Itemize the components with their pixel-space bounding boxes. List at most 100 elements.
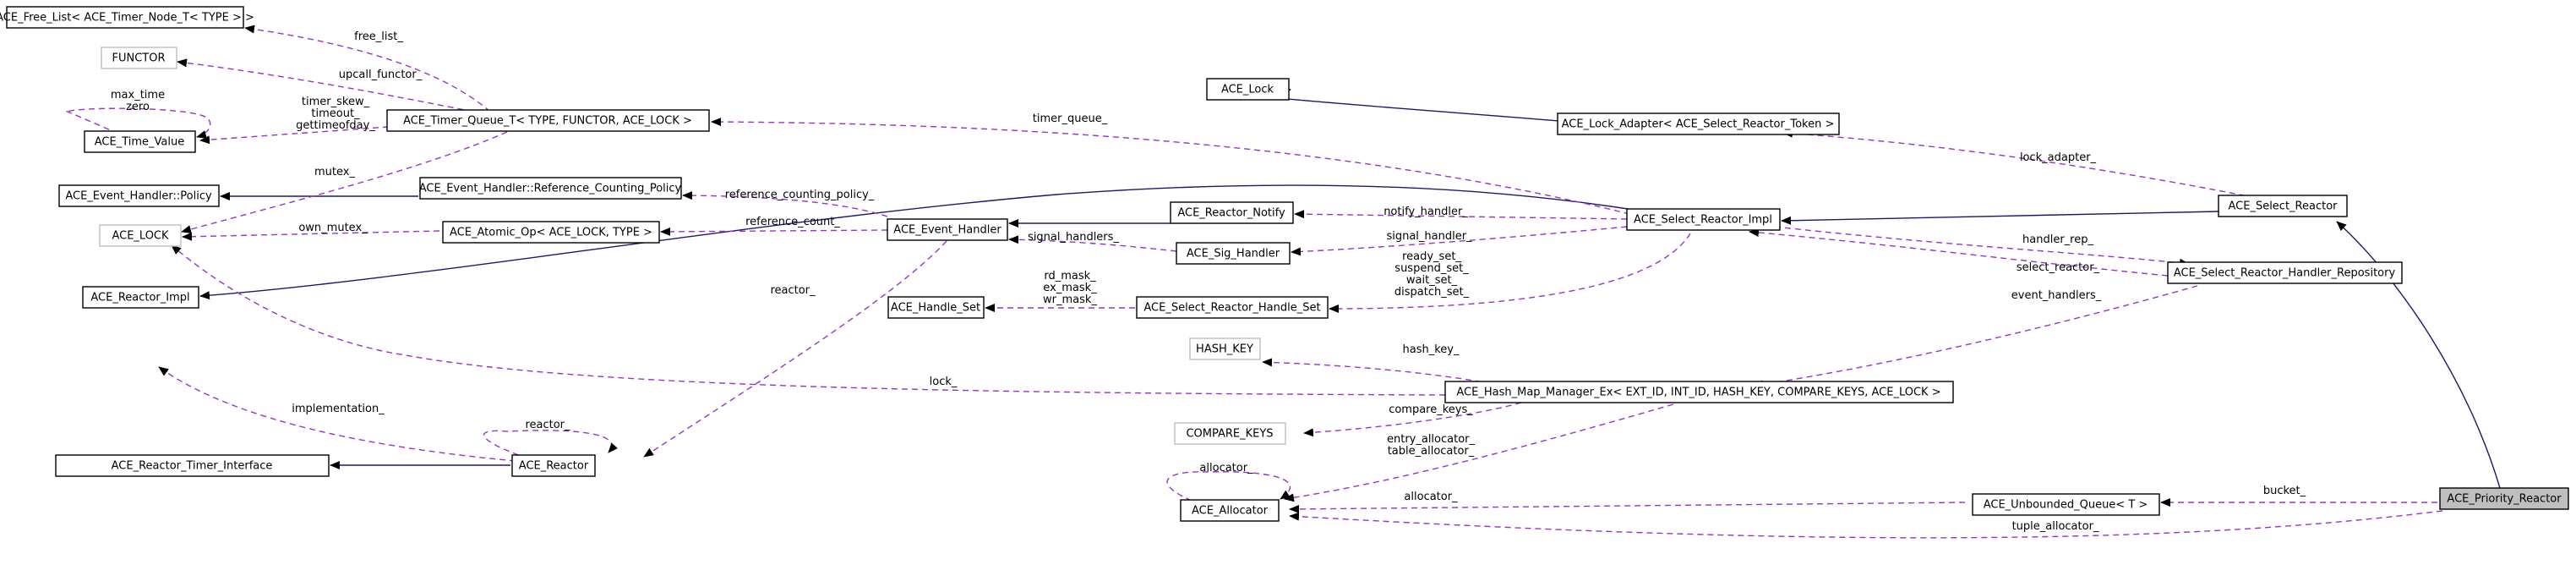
svg-text:ACE_Sig_Handler: ACE_Sig_Handler: [1187, 248, 1280, 261]
label-handler-rep: handler_rep_: [2022, 233, 2093, 246]
svg-text:ACE_Hash_Map_Manager_Ex< EXT_I: ACE_Hash_Map_Manager_Ex< EXT_ID, INT_ID,…: [1456, 387, 1940, 399]
label-own-mutex: own_mutex_: [298, 222, 368, 234]
label-mutex: mutex_: [314, 166, 355, 178]
svg-text:ACE_Handle_Set: ACE_Handle_Set: [891, 302, 980, 315]
node-handler-repository[interactable]: ACE_Select_Reactor_Handler_Repository: [2167, 261, 2403, 284]
label-lock: lock_: [930, 376, 958, 388]
svg-text:ACE_Event_Handler::Reference_C: ACE_Event_Handler::Reference_Counting_Po…: [419, 183, 682, 195]
svg-text:ACE_Free_List< ACE_Timer_Node_: ACE_Free_List< ACE_Timer_Node_T< TYPE > …: [0, 12, 254, 25]
svg-text:FUNCTOR: FUNCTOR: [112, 52, 165, 65]
svg-text:ACE_Time_Value: ACE_Time_Value: [95, 136, 184, 149]
label-wait-set: wait_set_: [1406, 274, 1458, 287]
edge-use-signal-handlers: [1008, 235, 1177, 252]
edge-use-handler-rep: [1774, 226, 2190, 267]
label-reactor-self: reactor_: [525, 419, 570, 431]
svg-text:ACE_Lock_Adapter< ACE_Select_R: ACE_Lock_Adapter< ACE_Select_Reactor_Tok…: [1562, 118, 1835, 131]
node-compare-keys[interactable]: COMPARE_KEYS: [1174, 422, 1286, 445]
edge-use-entry-table-allocator: [1284, 403, 1674, 502]
edge-use-max-time-zero: [64, 107, 211, 139]
node-select-reactor[interactable]: ACE_Select_Reactor: [2218, 195, 2348, 217]
node-atomic-op[interactable]: ACE_Atomic_Op< ACE_LOCK, TYPE >: [442, 221, 660, 244]
edge-use-timer-skew: [199, 126, 390, 145]
label-timeout: timeout_: [311, 107, 360, 120]
node-reactor-impl[interactable]: ACE_Reactor_Impl: [82, 286, 199, 309]
label-allocator-self: allocator_: [1199, 462, 1253, 475]
node-ref-counting-policy[interactable]: ACE_Event_Handler::Reference_Counting_Po…: [419, 177, 682, 200]
edge-use-free-list: [244, 25, 491, 112]
label-zero: zero: [126, 101, 150, 113]
svg-text:ACE_LOCK: ACE_LOCK: [112, 230, 169, 243]
edge-use-allocator: [1289, 502, 1966, 513]
node-reactor[interactable]: ACE_Reactor: [511, 454, 596, 477]
label-suspend-set: suspend_set_: [1394, 262, 1469, 275]
edge-use-compare-keys: [1303, 402, 1522, 437]
node-hash-key[interactable]: HASH_KEY: [1189, 337, 1261, 360]
edge-use-own-mutex: [182, 230, 440, 241]
svg-text:COMPARE_KEYS: COMPARE_KEYS: [1186, 428, 1273, 441]
svg-text:ACE_Atomic_Op< ACE_LOCK, TYPE: ACE_Atomic_Op< ACE_LOCK, TYPE >: [450, 227, 652, 239]
label-dispatch-set: dispatch_set_: [1394, 286, 1470, 299]
svg-text:ACE_Reactor: ACE_Reactor: [519, 460, 589, 473]
edge-use-timer-queue: [711, 118, 1640, 217]
svg-text:ACE_Select_Reactor: ACE_Select_Reactor: [2228, 200, 2338, 213]
node-select-reactor-impl[interactable]: ACE_Select_Reactor_Impl: [1626, 208, 1781, 231]
node-unbounded-queue[interactable]: ACE_Unbounded_Queue< T >: [1972, 493, 2160, 516]
label-lock-adapter: lock_adapter_: [2020, 151, 2097, 164]
svg-text:ACE_Allocator: ACE_Allocator: [1192, 505, 1269, 518]
label-allocator: allocator_: [1404, 491, 1458, 503]
label-bucket: bucket_: [2263, 485, 2306, 497]
svg-text:ACE_Select_Reactor_Handler_Rep: ACE_Select_Reactor_Handler_Repository: [2174, 267, 2396, 280]
label-notify-handler: notify_handler_: [1384, 206, 1468, 218]
node-free-list[interactable]: ACE_Free_List< ACE_Timer_Node_T< TYPE > …: [0, 6, 254, 29]
svg-text:ACE_Reactor_Timer_Interface: ACE_Reactor_Timer_Interface: [112, 460, 273, 473]
label-entry-allocator: entry_allocator_: [1387, 433, 1476, 446]
edge-use-event-handlers: [1753, 285, 2198, 389]
node-ace-lock-param[interactable]: ACE_LOCK: [99, 224, 182, 247]
node-priority-reactor[interactable]: ACE_Priority_Reactor: [2439, 487, 2569, 510]
label-signal-handlers: signal_handlers_: [1028, 231, 1119, 244]
label-tuple-allocator: tuple_allocator_: [2012, 520, 2099, 533]
label-event-handlers: event_handlers_: [2011, 289, 2102, 302]
node-ace-lock[interactable]: ACE_Lock: [1206, 78, 1290, 101]
label-ready-set: ready_set_: [1402, 250, 1461, 263]
node-time-value[interactable]: ACE_Time_Value: [84, 130, 196, 153]
svg-text:ACE_Timer_Queue_T< TYPE, FUNCT: ACE_Timer_Queue_T< TYPE, FUNCTOR, ACE_LO…: [403, 115, 692, 128]
edge-use-notify-handler: [1294, 210, 1628, 220]
svg-text:ACE_Lock: ACE_Lock: [1221, 84, 1274, 96]
label-compare-keys: compare_keys_: [1389, 403, 1473, 416]
label-gettimeofday: gettimeofday_: [296, 119, 375, 132]
node-reactor-notify[interactable]: ACE_Reactor_Notify: [1170, 201, 1294, 224]
node-select-handle-set[interactable]: ACE_Select_Reactor_Handle_Set: [1136, 296, 1329, 319]
edge-use-signal-handler: [1291, 226, 1628, 256]
svg-text:ACE_Reactor_Impl: ACE_Reactor_Impl: [90, 292, 189, 304]
node-handle-set[interactable]: ACE_Handle_Set: [887, 296, 985, 319]
edge-inherit-select-impl-reactor-impl: [199, 184, 1645, 300]
node-lock-adapter[interactable]: ACE_Lock_Adapter< ACE_Select_Reactor_Tok…: [1557, 112, 1840, 135]
label-upcall-functor: upcall_functor_: [339, 69, 423, 81]
svg-text:ACE_Unbounded_Queue< T >: ACE_Unbounded_Queue< T >: [1984, 499, 2148, 512]
edge-inherit-select-reactor-select-impl: [1781, 211, 2219, 225]
edge-use-allocator-self: [1166, 471, 1291, 502]
node-functor[interactable]: FUNCTOR: [101, 47, 177, 69]
label-max-time: max_time: [111, 89, 165, 101]
node-allocator[interactable]: ACE_Allocator: [1180, 499, 1280, 522]
node-reactor-timer-interface[interactable]: ACE_Reactor_Timer_Interface: [55, 454, 330, 477]
edge-use-lock: [171, 244, 1446, 396]
edge-use-sets: [1329, 233, 1691, 313]
edge-use-lock-adapter: [1782, 129, 2266, 200]
label-timer-skew: timer_skew_: [302, 96, 370, 108]
node-sig-handler[interactable]: ACE_Sig_Handler: [1176, 242, 1291, 265]
node-handler-policy[interactable]: ACE_Event_Handler::Policy: [58, 184, 220, 207]
node-timer-queue[interactable]: ACE_Timer_Queue_T< TYPE, FUNCTOR, ACE_LO…: [386, 109, 710, 132]
label-wr-mask: wr_mask_: [1043, 293, 1097, 306]
node-event-handler[interactable]: ACE_Event_Handler: [887, 218, 1008, 241]
label-rd-mask: rd_mask_: [1044, 270, 1096, 283]
svg-text:HASH_KEY: HASH_KEY: [1196, 343, 1253, 356]
label-reference-counting-policy: reference_counting_policy_: [725, 189, 875, 201]
node-hash-map-manager[interactable]: ACE_Hash_Map_Manager_Ex< EXT_ID, INT_ID,…: [1444, 381, 1954, 403]
label-timer-queue: timer_queue_: [1033, 112, 1108, 125]
edge-use-reactor: [643, 240, 947, 458]
svg-text:ACE_Select_Reactor_Impl: ACE_Select_Reactor_Impl: [1634, 214, 1772, 227]
svg-text:ACE_Event_Handler: ACE_Event_Handler: [893, 224, 1001, 237]
